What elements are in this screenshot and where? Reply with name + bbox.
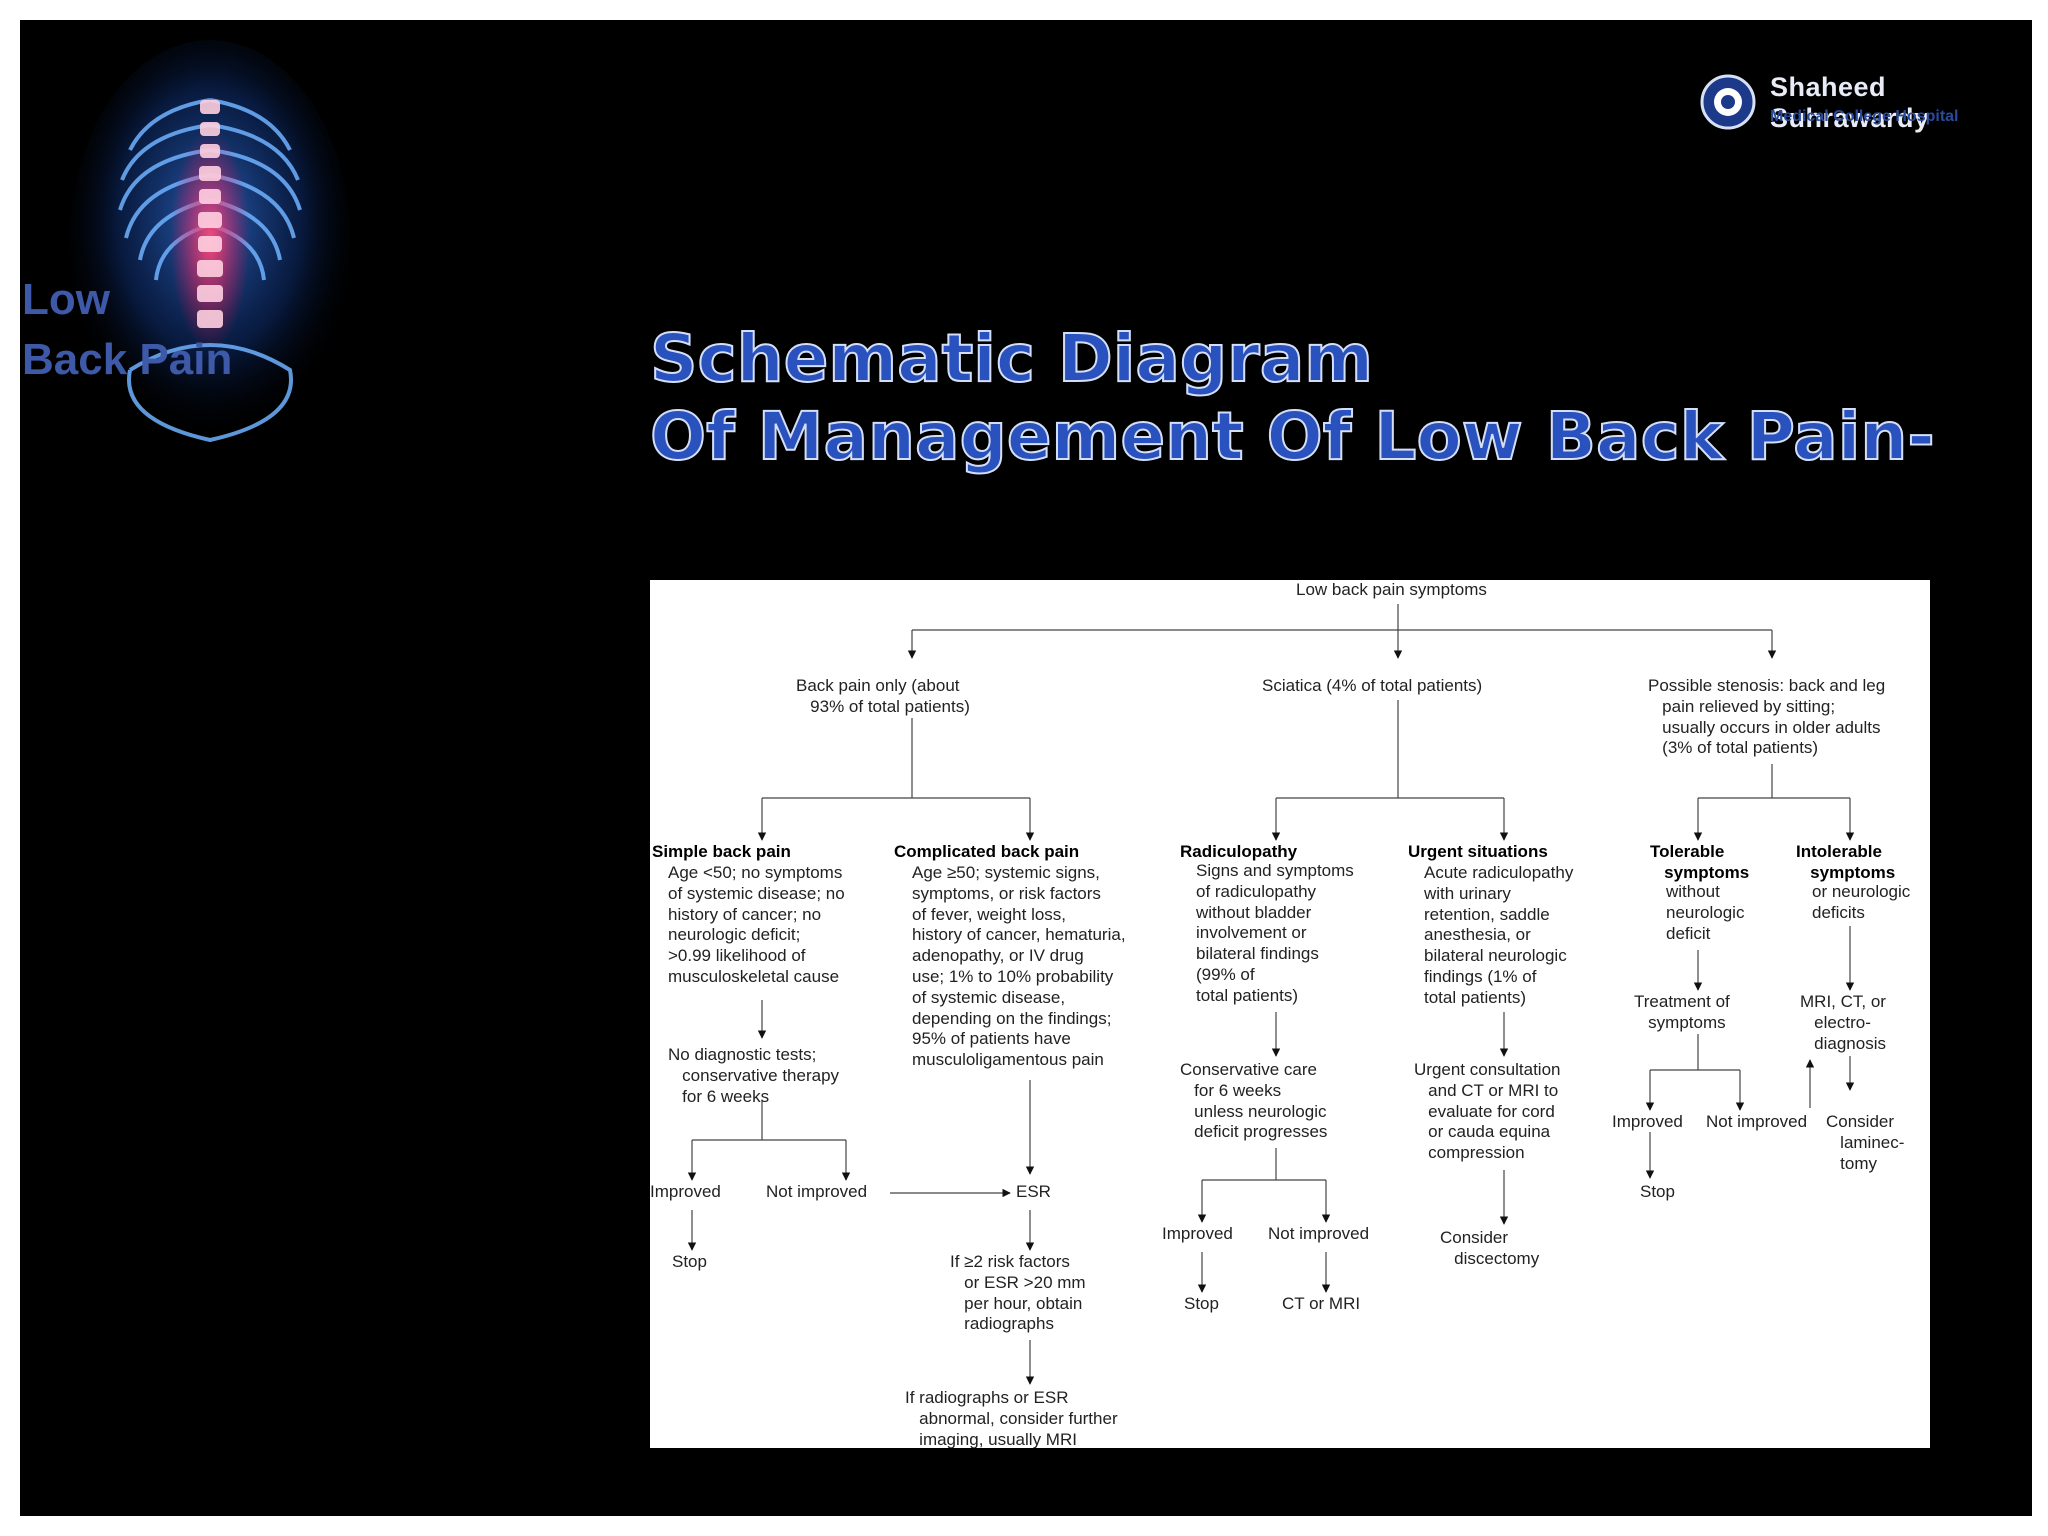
node-sciatica: Sciatica (4% of total patients) bbox=[1262, 676, 1483, 695]
node-consider-laminectomy: Consider laminec- tomy bbox=[1826, 1112, 1905, 1173]
node-urgent-situations-body: Acute radiculopathy with urinary retenti… bbox=[1424, 863, 1574, 1007]
node-stenosis: Possible stenosis: back and leg pain rel… bbox=[1648, 676, 1886, 758]
flowchart-connectors bbox=[687, 604, 1855, 1385]
node-tolerable-heading: Tolerable symptoms bbox=[1650, 842, 1750, 882]
node-urgent-situations-heading: Urgent situations bbox=[1408, 842, 1548, 861]
node-improved-tolerable: Improved bbox=[1612, 1112, 1683, 1131]
node-improved-simple: Improved bbox=[650, 1182, 721, 1201]
node-improved-radiculopathy: Improved bbox=[1162, 1224, 1233, 1243]
logo-text-line-1: Shaheed Suhrawardy bbox=[1770, 72, 1930, 133]
node-treatment-of-symptoms: Treatment of symptoms bbox=[1634, 992, 1730, 1032]
node-not-improved-radiculopathy: Not improved bbox=[1268, 1224, 1370, 1243]
node-stop-simple: Stop bbox=[672, 1252, 707, 1271]
flowchart: Low back pain symptoms Back pain only (a… bbox=[650, 580, 1930, 1448]
node-radiculopathy-heading: Radiculopathy bbox=[1180, 842, 1298, 861]
corner-title-line-1: Low bbox=[22, 275, 110, 324]
node-intolerable-heading: Intolerable symptoms bbox=[1796, 842, 1896, 882]
node-not-improved-simple: Not improved bbox=[766, 1182, 868, 1201]
slide-title-line-1: Schematic Diagram bbox=[649, 319, 1374, 398]
logo-text-line-2: Medical College Hospital bbox=[1770, 108, 1959, 125]
node-radiographs-abnormal: If radiographs or ESR abnormal, consider… bbox=[905, 1388, 1118, 1448]
node-not-improved-tolerable: Not improved bbox=[1706, 1112, 1808, 1131]
corner-title-line-2: Back Pain bbox=[22, 335, 233, 384]
node-stop-radiculopathy: Stop bbox=[1184, 1294, 1219, 1313]
node-simple-back-pain-heading: Simple back pain bbox=[652, 842, 791, 861]
slide-title-line-2: Of Management Of Low Back Pain- bbox=[649, 397, 1936, 476]
node-risk-factors: If ≥2 risk factors or ESR >20 mm per hou… bbox=[950, 1252, 1086, 1334]
node-radiculopathy-body: Signs and symptoms of radiculopathy with… bbox=[1196, 861, 1354, 1005]
node-complicated-back-pain-body: Age ≥50; systemic signs, symptoms, or ri… bbox=[912, 863, 1126, 1070]
hospital-logo: Shaheed Suhrawardy Medical College Hospi… bbox=[1688, 64, 1988, 144]
node-ct-or-mri: CT or MRI bbox=[1282, 1294, 1361, 1313]
slide: Low Back Pain Shaheed Suhrawardy Medical… bbox=[20, 20, 2032, 1516]
node-intolerable-body: or neurologic deficits bbox=[1812, 882, 1911, 922]
hospital-emblem-icon bbox=[1700, 74, 1756, 130]
node-back-pain-only: Back pain only (about 93% of total patie… bbox=[796, 676, 970, 716]
node-mri-ct-electrodiagnosis: MRI, CT, or electro- diagnosis bbox=[1800, 992, 1886, 1053]
spine-illustration bbox=[70, 40, 350, 443]
node-conservative-care: Conservative care for 6 weeks unless neu… bbox=[1180, 1060, 1328, 1142]
node-no-diagnostic-tests: No diagnostic tests; conservative therap… bbox=[668, 1045, 840, 1106]
node-root: Low back pain symptoms bbox=[1296, 580, 1487, 599]
node-stop-tolerable: Stop bbox=[1640, 1182, 1675, 1201]
node-urgent-consultation: Urgent consultation and CT or MRI to eva… bbox=[1414, 1060, 1561, 1163]
node-complicated-back-pain-heading: Complicated back pain bbox=[894, 842, 1080, 861]
corner-title: Low Back Pain bbox=[22, 270, 232, 390]
node-consider-discectomy: Consider discectomy bbox=[1440, 1228, 1540, 1268]
node-esr: ESR bbox=[1016, 1182, 1051, 1201]
node-tolerable-body: without neurologic deficit bbox=[1666, 882, 1745, 943]
node-simple-back-pain-body: Age <50; no symptoms of systemic disease… bbox=[668, 863, 845, 986]
